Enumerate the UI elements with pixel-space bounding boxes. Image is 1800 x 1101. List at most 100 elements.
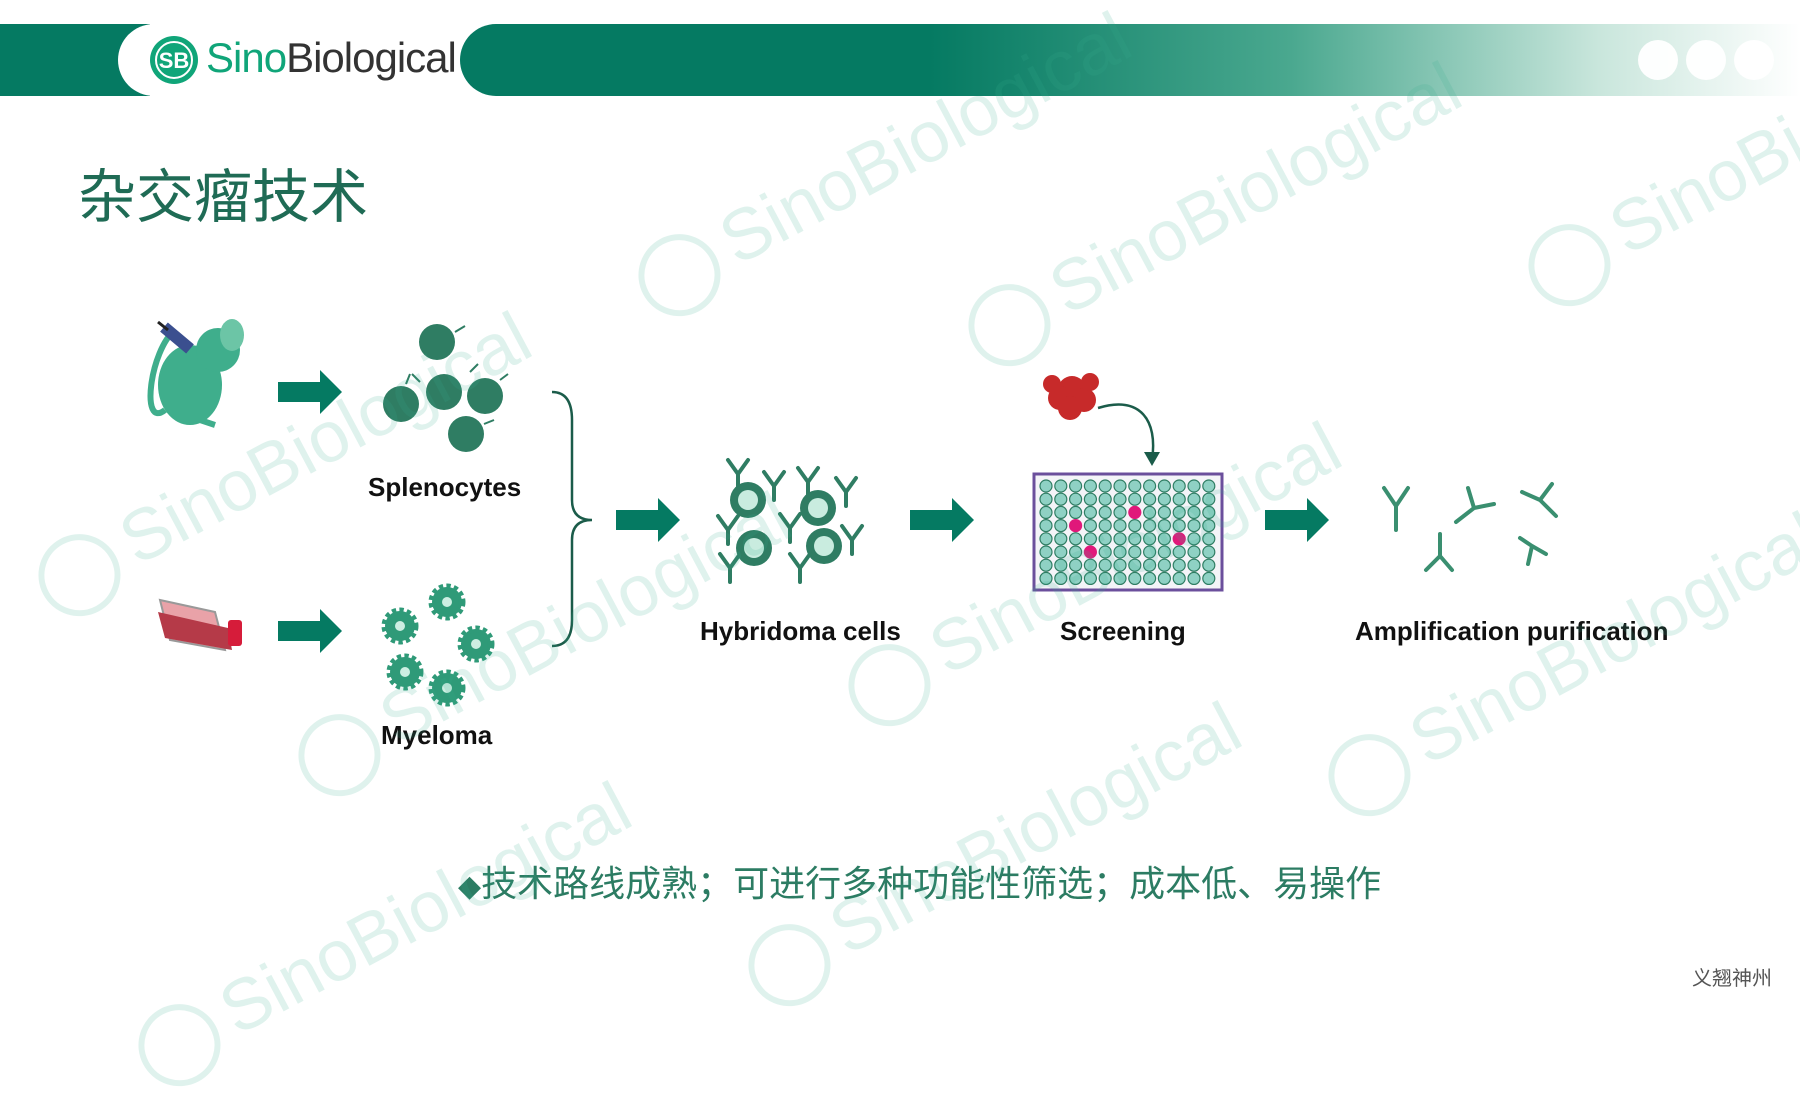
- plate-well: [1202, 505, 1216, 520]
- brand-name-biological: Biological: [286, 34, 457, 81]
- arrow-right: [278, 370, 342, 414]
- plate-well: [1142, 545, 1157, 559]
- label-myeloma: Myeloma: [381, 720, 493, 750]
- arrow-right: [910, 498, 974, 542]
- plate-well: [1172, 518, 1186, 533]
- plate-well: [1157, 545, 1172, 559]
- plate-well: [1068, 532, 1083, 546]
- plate-well: [1039, 545, 1053, 559]
- plate-well: [1039, 558, 1053, 572]
- plate-well: [1172, 532, 1186, 546]
- plate-well: [1157, 518, 1172, 533]
- label-splenocytes: Splenocytes: [368, 472, 522, 502]
- plate-well: [1172, 505, 1186, 520]
- plate-well: [1157, 479, 1172, 493]
- plate-well: [1083, 545, 1098, 559]
- plate-well: [1054, 518, 1068, 533]
- plate-well: [1113, 479, 1127, 493]
- plate-well: [1098, 518, 1112, 533]
- plate-well: [1142, 571, 1157, 586]
- brand-name: SinoBiological: [206, 34, 457, 82]
- plate-well: [1098, 505, 1112, 520]
- plate-well: [1172, 558, 1186, 572]
- plate-well: [1172, 571, 1186, 586]
- plate-well: [1039, 492, 1053, 506]
- plate-well: [1068, 545, 1083, 559]
- splenocytes-cluster: [383, 324, 509, 452]
- arrow-right: [278, 609, 342, 653]
- page-title: 杂交瘤技术: [78, 163, 369, 231]
- plate-well: [1054, 545, 1068, 559]
- plate-well: [1128, 505, 1142, 520]
- plate-well: [1202, 479, 1216, 493]
- plate-well: [1187, 571, 1201, 586]
- plate-well: [1157, 571, 1172, 586]
- plate-well: [1113, 545, 1127, 559]
- summary-bullet: ◆技术路线成熟；可进行多种功能性筛选；成本低、易操作: [458, 855, 1381, 907]
- arrow-right: [1265, 498, 1329, 542]
- plate-well: [1039, 571, 1053, 586]
- plate-well: [1128, 479, 1142, 493]
- header-dot: [1686, 40, 1726, 80]
- mouse-icon: [147, 319, 244, 428]
- plate-well: [1039, 479, 1053, 493]
- plate-well: [1128, 492, 1142, 506]
- curved-arrow-head: [1144, 452, 1160, 466]
- plate-well: [1172, 545, 1186, 559]
- plate-well: [1187, 545, 1201, 559]
- corner-caption: 义翘神州: [1692, 966, 1772, 990]
- plate-well: [1054, 532, 1068, 546]
- plate-well: [1068, 505, 1083, 520]
- plate-well: [1068, 558, 1083, 572]
- plate-well: [1113, 518, 1127, 533]
- plate-well: [1142, 558, 1157, 572]
- plate-well: [1113, 558, 1127, 572]
- plate-well: [1083, 492, 1098, 506]
- plate-well: [1113, 532, 1127, 546]
- culture-flask-icon: [158, 598, 242, 652]
- plate-well: [1157, 492, 1172, 506]
- plate-well: [1068, 492, 1083, 506]
- plate-well: [1083, 571, 1098, 586]
- plate-well: [1068, 571, 1083, 586]
- plate-well: [1202, 558, 1216, 572]
- syringe-icon: [157, 320, 194, 354]
- myeloma-cluster: [381, 583, 495, 707]
- plate-well: [1187, 479, 1201, 493]
- plate-well: [1054, 571, 1068, 586]
- plate-well: [1187, 492, 1201, 506]
- plate-well: [1083, 505, 1098, 520]
- plate-well: [1128, 518, 1142, 533]
- brand-name-sino: Sino: [206, 34, 287, 81]
- plate-well: [1128, 545, 1142, 559]
- plate-well: [1039, 518, 1053, 533]
- plate-well: [1083, 518, 1098, 533]
- plate-well: [1054, 479, 1068, 493]
- plate-well: [1039, 532, 1053, 546]
- header-dot: [1734, 40, 1774, 80]
- plate-well: [1142, 518, 1157, 533]
- plate-well: [1187, 558, 1201, 572]
- plate-well: [1142, 505, 1157, 520]
- plate-well: [1083, 532, 1098, 546]
- plate-well: [1187, 518, 1201, 533]
- plate-well: [1202, 545, 1216, 559]
- plate-well: [1054, 492, 1068, 506]
- plate-well: [1187, 532, 1201, 546]
- diamond-bullet-icon: ◆: [458, 869, 482, 904]
- plate-well: [1113, 492, 1127, 506]
- curved-arrow: [1097, 403, 1155, 461]
- svg-text:SB: SB: [159, 48, 190, 73]
- plate-well: [1098, 545, 1112, 559]
- plate-well: [1054, 558, 1068, 572]
- hybridoma-diagram: [147, 319, 1558, 707]
- hybridoma-cells-cluster: [716, 458, 864, 584]
- header-gradient-bar: [460, 24, 1800, 96]
- plate-well: [1098, 492, 1112, 506]
- plate-well: [1172, 492, 1186, 506]
- plate-well: [1202, 532, 1216, 546]
- label-amplification: Amplification purification: [1355, 616, 1669, 646]
- sb-logo-icon: SB: [150, 36, 198, 84]
- plate-well: [1172, 479, 1186, 493]
- merge-brace: [551, 390, 593, 648]
